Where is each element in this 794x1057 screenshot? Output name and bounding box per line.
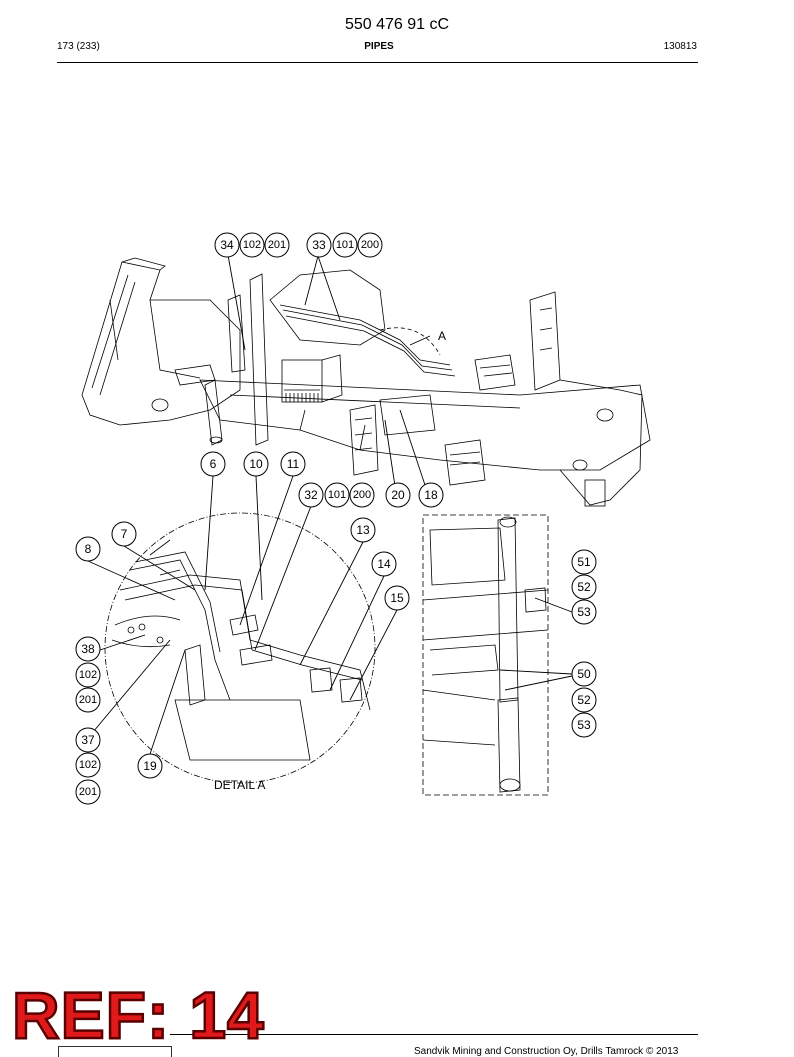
document-number: 550 476 91 cC <box>344 16 450 33</box>
callout-label: 11 <box>287 457 300 471</box>
callout-label: 102 <box>243 239 261 251</box>
callout-201 <box>75 687 101 713</box>
callout-label: 8 <box>85 542 92 556</box>
callout-label: 52 <box>577 693 591 707</box>
detail-callout-letter: A <box>438 329 446 343</box>
callout-20 <box>385 482 411 508</box>
callout-53 <box>571 712 597 738</box>
callout-10 <box>243 451 269 477</box>
callout-37 <box>75 727 101 753</box>
callout-11 <box>280 451 306 477</box>
detail-label: DETAIL A <box>214 778 265 792</box>
callout-label: 200 <box>353 489 371 501</box>
callout-label: 52 <box>577 580 591 594</box>
detail-a-drawing <box>104 512 376 784</box>
callout-53 <box>571 599 597 625</box>
callout-label: 201 <box>79 786 97 798</box>
callout-15 <box>384 585 410 611</box>
callout-101 <box>332 232 358 258</box>
copyright-text: Sandvik Mining and Construction Oy, Dril… <box>414 1046 679 1057</box>
side-detail-drawing <box>422 514 549 796</box>
callout-7 <box>111 521 137 547</box>
section-title: PIPES <box>364 41 394 52</box>
callout-19 <box>137 753 163 779</box>
callout-52 <box>571 687 597 713</box>
callout-label: 102 <box>79 669 97 681</box>
callout-201 <box>264 232 290 258</box>
callout-34 <box>214 232 240 258</box>
callout-38 <box>75 636 101 662</box>
machine-frame-drawing <box>81 257 651 507</box>
logo-strip <box>58 1046 172 1057</box>
callout-label: 201 <box>79 694 97 706</box>
callout-101 <box>324 482 350 508</box>
page-count: 173 (233) <box>57 41 100 52</box>
callout-label: 10 <box>249 457 263 471</box>
callout-102 <box>75 662 101 688</box>
callout-102 <box>239 232 265 258</box>
callout-label: 15 <box>390 591 404 605</box>
callout-label: 33 <box>312 238 326 252</box>
footer-rule <box>170 1034 698 1035</box>
callout-label: 7 <box>121 527 128 541</box>
callout-18 <box>418 482 444 508</box>
header-rule <box>57 62 698 63</box>
callout-102 <box>75 752 101 778</box>
callout-labels: 34 102 201 33 101 200 6 10 11 32 101 200… <box>79 238 591 798</box>
callout-6 <box>200 451 226 477</box>
callout-14 <box>371 551 397 577</box>
callout-200 <box>349 482 375 508</box>
callout-label: 201 <box>268 239 286 251</box>
callout-label: 19 <box>143 759 157 773</box>
callout-label: 50 <box>577 667 591 681</box>
callout-label: 53 <box>577 605 591 619</box>
callout-label: 34 <box>220 238 234 252</box>
callout-201 <box>75 779 101 805</box>
callout-label: 14 <box>377 557 391 571</box>
callout-bubbles <box>75 232 597 805</box>
callout-label: 51 <box>577 555 591 569</box>
callout-51 <box>571 549 597 575</box>
callout-label: 53 <box>577 718 591 732</box>
callout-label: 200 <box>361 239 379 251</box>
callout-13 <box>350 517 376 543</box>
callout-8 <box>75 536 101 562</box>
callout-label: 13 <box>356 523 370 537</box>
callout-50 <box>571 661 597 687</box>
callout-label: 20 <box>391 488 405 502</box>
callout-label: 37 <box>81 733 95 747</box>
callout-label: 38 <box>81 642 95 656</box>
callout-32 <box>298 482 324 508</box>
ref-stamp: REF: 14 <box>11 978 265 1052</box>
callout-label: 32 <box>304 488 318 502</box>
callout-label: 102 <box>79 759 97 771</box>
callout-200 <box>357 232 383 258</box>
callout-label: 101 <box>328 489 346 501</box>
callout-label: 18 <box>424 488 438 502</box>
date-code: 130813 <box>663 41 697 52</box>
callout-52 <box>571 574 597 600</box>
callout-label: 101 <box>336 239 354 251</box>
callout-label: 6 <box>210 457 217 471</box>
callout-33 <box>306 232 332 258</box>
